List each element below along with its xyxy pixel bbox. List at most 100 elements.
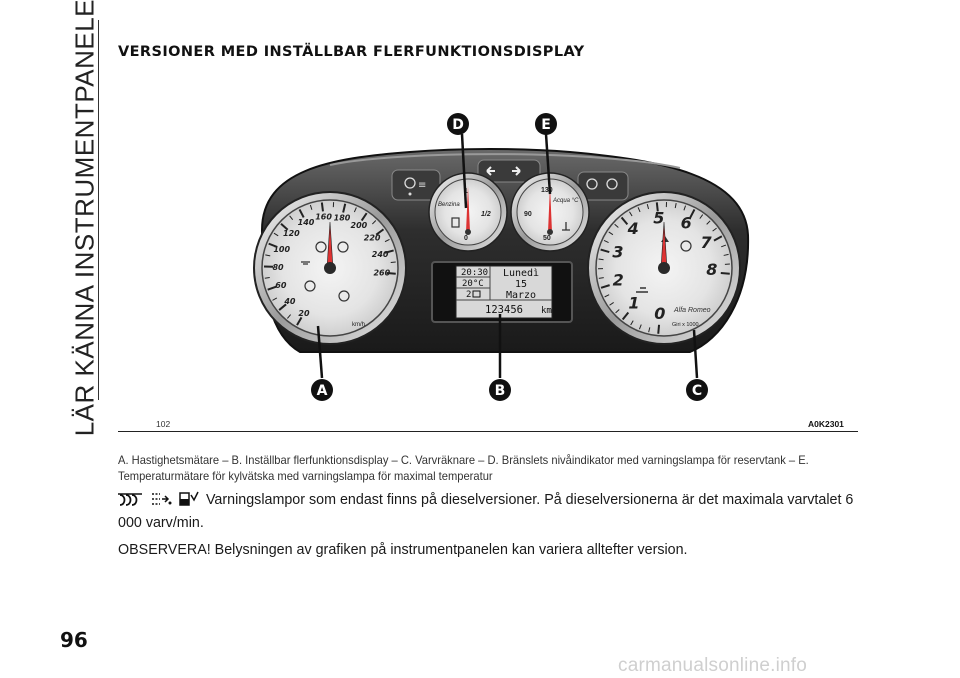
dial-label: 240 (372, 250, 389, 259)
figure-number: 102 (156, 419, 171, 429)
dial-label: 6 (681, 213, 692, 232)
major-tick (298, 208, 305, 218)
diesel-note-text: Varningslampor som endast finns på diese… (118, 492, 854, 531)
callout-d: D (452, 117, 464, 133)
figure-code: A0K2301 (808, 419, 844, 429)
display-odometer-unit: km (541, 306, 552, 316)
major-tick (375, 228, 385, 236)
major-tick (268, 242, 278, 248)
minor-tick (608, 231, 614, 236)
minor-tick (638, 324, 642, 330)
major-tick (600, 248, 610, 254)
dial-label: 220 (364, 234, 381, 243)
temp-label-mid: 90 (524, 211, 532, 218)
major-tick (360, 212, 368, 222)
dial-label: 3 (612, 243, 623, 262)
minor-tick (603, 239, 609, 243)
glow-plug-icon (118, 493, 144, 513)
minor-tick (289, 215, 294, 221)
callout-a: A (317, 383, 328, 399)
display-gear: 2 (466, 290, 471, 300)
major-tick (384, 249, 394, 254)
center-lamp-pod (477, 159, 541, 183)
chapter-title-text: LÄR KÄNNA INSTRUMENTPANELEN (69, 0, 100, 437)
chapter-rule (98, 20, 100, 400)
multifunction-display: 20:30 20°C 2 Lunedì 15 Marzo 123456 km (431, 261, 573, 323)
dial-label: 120 (283, 229, 300, 238)
display-month: Marzo (506, 290, 536, 301)
dial-label: 60 (275, 281, 287, 290)
fuel-gauge-name: Benzina (438, 202, 460, 208)
minor-tick (699, 214, 704, 219)
temp-gauge-name: Acqua °C (552, 198, 579, 204)
major-tick (655, 202, 659, 212)
major-tick (600, 284, 610, 289)
display-odometer: 123456 (485, 304, 523, 316)
fuel-gauge: Benzina 1 1/2 0 (428, 172, 508, 252)
temp-label-high: 130 (541, 187, 553, 194)
major-tick (386, 271, 396, 275)
major-tick (342, 203, 347, 213)
display-temperature: 20°C (462, 279, 484, 289)
watermark: carmanualsonline.info (618, 655, 808, 676)
minor-tick (353, 207, 357, 213)
minor-tick (614, 223, 619, 228)
diesel-filter-water-icon (150, 491, 172, 513)
display-time: 20:30 (461, 268, 488, 278)
major-tick (657, 324, 661, 334)
figure-rule (118, 431, 858, 432)
dial-label: 0 (654, 304, 665, 323)
minor-tick (384, 239, 390, 243)
dial-label: 40 (283, 297, 296, 306)
diesel-note: Varningslampor som endast finns på diese… (118, 490, 858, 533)
minor-tick (630, 320, 634, 326)
fuel-label-empty: 0 (464, 235, 468, 242)
callout-c: C (692, 383, 702, 399)
observera-remark: OBSERVERA! Belysningen av grafiken på in… (118, 542, 688, 558)
dial-label: 5 (653, 208, 664, 227)
major-tick (620, 216, 629, 225)
major-tick (296, 316, 303, 326)
minor-tick (721, 244, 727, 248)
minor-tick (273, 232, 279, 237)
speed-unit: km/h (352, 322, 365, 328)
major-tick (621, 311, 630, 321)
dial-label: 100 (273, 245, 290, 254)
temp-label-low: 50 (543, 235, 551, 242)
dial-label: 2 (613, 270, 624, 289)
dial-label: 7 (701, 233, 713, 252)
dial-label: 4 (627, 219, 639, 238)
dial-label: 180 (334, 213, 351, 222)
minor-tick (637, 207, 641, 213)
page-number: 96 (60, 628, 88, 652)
minor-tick (648, 327, 651, 333)
minor-tick (683, 205, 687, 211)
major-tick (689, 208, 696, 218)
minor-tick (712, 227, 717, 232)
minor-tick (674, 203, 677, 209)
minor-tick (265, 254, 271, 257)
dial-label: 20 (298, 309, 310, 318)
dial-label: 160 (315, 212, 332, 221)
dial-label: 140 (298, 218, 315, 227)
svg-text:≡: ≡ (418, 180, 426, 191)
major-tick (713, 235, 723, 242)
figure-caption: A. Hastighetsmätare – B. Inställbar fler… (118, 453, 809, 483)
major-tick (280, 223, 289, 231)
tach-unit: Giri x 1000 (672, 322, 699, 328)
callout-e: E (541, 117, 551, 133)
minor-tick (598, 277, 604, 279)
major-tick (278, 303, 287, 311)
temperature-gauge: Acqua °C 130 90 50 (510, 172, 590, 252)
section-heading: VERSIONER MED INSTÄLLBAR FLERFUNKTIONSDI… (118, 44, 585, 60)
minor-tick (646, 204, 650, 210)
display-date: 15 (515, 279, 527, 290)
major-tick (267, 285, 277, 291)
dial-label: 8 (706, 260, 717, 279)
minor-tick (287, 314, 292, 319)
minor-tick (309, 204, 313, 210)
display-day: Lunedì (503, 267, 539, 279)
